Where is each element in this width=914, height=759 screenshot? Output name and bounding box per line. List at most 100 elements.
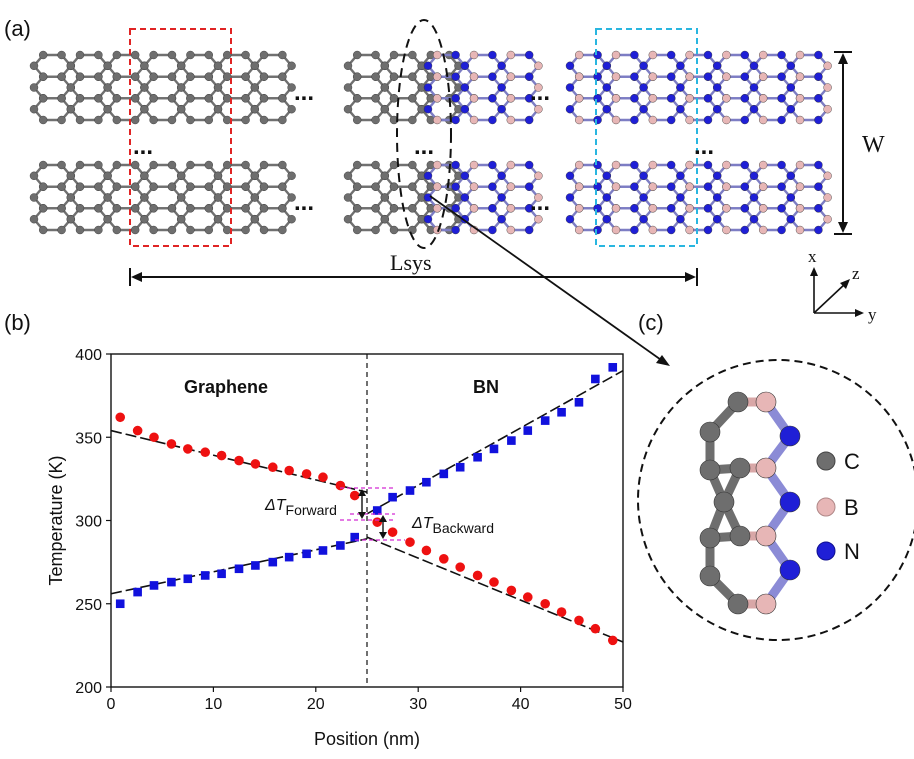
- nitrogen-atom: [602, 171, 611, 181]
- legend-boron-label: B: [844, 495, 859, 520]
- lattice-bond: [715, 53, 756, 78]
- x-tick-label: 50: [614, 696, 632, 713]
- boron-atom: [433, 115, 442, 125]
- boron-atom: [469, 72, 479, 81]
- carbon-atom: [186, 94, 195, 103]
- nitrogen-atom: [488, 115, 497, 125]
- lattice-bond: [789, 97, 830, 122]
- nitrogen-atom: [639, 61, 648, 71]
- carbon-atom: [130, 115, 140, 125]
- boron-atom: [506, 204, 515, 213]
- legend-boron-marker: [816, 497, 836, 517]
- carbon-atom: [259, 72, 269, 81]
- zoom-arrow: [429, 195, 665, 363]
- nitrogen-atom: [703, 115, 713, 125]
- nitrogen-atom: [602, 83, 611, 92]
- carbon-atom: [204, 204, 214, 213]
- x-tick-label: 40: [512, 696, 530, 713]
- nitrogen-atom: [630, 94, 639, 103]
- nitrogen-atom: [639, 83, 648, 92]
- y-axis-arrowhead: [855, 309, 864, 317]
- carbon-atom: [167, 72, 177, 81]
- nitrogen-atom: [777, 160, 786, 170]
- interface-ellipse: [396, 19, 452, 249]
- carbon-atom: [371, 182, 380, 191]
- lattice-bond: [605, 97, 646, 122]
- ellipsis-dots: ...: [133, 133, 153, 160]
- nitrogen-atom: [630, 72, 639, 81]
- boron-atom: [611, 225, 621, 235]
- carbon-atom: [75, 182, 85, 191]
- nitrogen-atom: [667, 94, 676, 103]
- boron-atom: [823, 171, 832, 181]
- delta-t-backward-label: ΔTBackward: [411, 515, 494, 536]
- data-point-square: [540, 416, 550, 425]
- lattice-bond: [216, 75, 257, 100]
- nitrogen-atom: [565, 214, 575, 224]
- nitrogen-atom: [749, 104, 759, 114]
- carbon-atom: [167, 225, 177, 235]
- carbon-atom: [94, 50, 103, 60]
- nitrogen-atom: [814, 94, 823, 103]
- boron-atom: [433, 204, 442, 213]
- carbon-atom: [130, 225, 140, 235]
- nitrogen-atom: [740, 182, 749, 191]
- carbon-atom: [130, 94, 140, 103]
- nitrogen-atom: [814, 204, 823, 213]
- lattice-bond: [216, 53, 257, 78]
- carbon-atom: [259, 204, 269, 213]
- nitrogen-atom: [703, 72, 713, 81]
- nitrogen-atom: [630, 160, 639, 170]
- carbon-atom: [213, 171, 223, 181]
- carbon-atom: [343, 104, 353, 114]
- nitrogen-atom: [630, 50, 639, 60]
- boron-atom: [795, 204, 805, 213]
- data-point-circle: [455, 562, 465, 572]
- boron-atom: [611, 115, 621, 125]
- carbon-atom: [39, 50, 48, 60]
- carbon-atom: [39, 160, 48, 170]
- boron-atom: [575, 160, 584, 170]
- carbon-atom: [278, 94, 287, 103]
- nitrogen-atom: [676, 193, 685, 202]
- lattice-bond: [789, 163, 830, 188]
- width-label: W: [862, 132, 885, 158]
- boron-atom: [534, 193, 543, 202]
- nitrogen-atom: [749, 214, 759, 224]
- carbon-atom: [39, 115, 48, 125]
- nitrogen-atom: [676, 83, 685, 92]
- carbon-atom: [241, 115, 250, 125]
- nitrogen-atom: [630, 225, 639, 235]
- nitrogen-atom: [667, 160, 676, 170]
- nitrogen-atom: [593, 50, 602, 60]
- length-arrowhead-left: [131, 272, 142, 282]
- boron-atom: [722, 50, 731, 60]
- boron-atom: [506, 225, 515, 235]
- data-point-circle: [250, 459, 261, 469]
- boron-atom: [685, 204, 694, 213]
- nitrogen-atom: [565, 61, 575, 71]
- carbon-atom: [112, 182, 122, 191]
- fit-line: [366, 536, 624, 643]
- carbon-atom: [103, 171, 112, 181]
- data-point-circle: [132, 425, 143, 436]
- lattice-bond: [605, 163, 646, 188]
- nitrogen-atom: [786, 171, 795, 181]
- lattice-bond: [142, 185, 183, 210]
- carbon-atom: [250, 214, 260, 224]
- boron-atom: [759, 94, 768, 103]
- carbon-atom: [176, 214, 186, 224]
- data-point-circle: [607, 635, 618, 646]
- nitrogen-atom: [713, 214, 722, 224]
- boron-atom: [534, 104, 543, 114]
- carbon-atom: [130, 204, 140, 213]
- carbon-atom: [389, 94, 399, 103]
- carbon-atom: [222, 182, 232, 191]
- y-tick-label: 250: [75, 597, 102, 614]
- carbon-atom: [112, 225, 122, 235]
- carbon-atom: [29, 171, 39, 181]
- lattice-bond: [752, 207, 793, 232]
- carbon-atom: [371, 160, 380, 170]
- lattice-bond: [715, 185, 756, 210]
- lattice-bond: [463, 185, 504, 210]
